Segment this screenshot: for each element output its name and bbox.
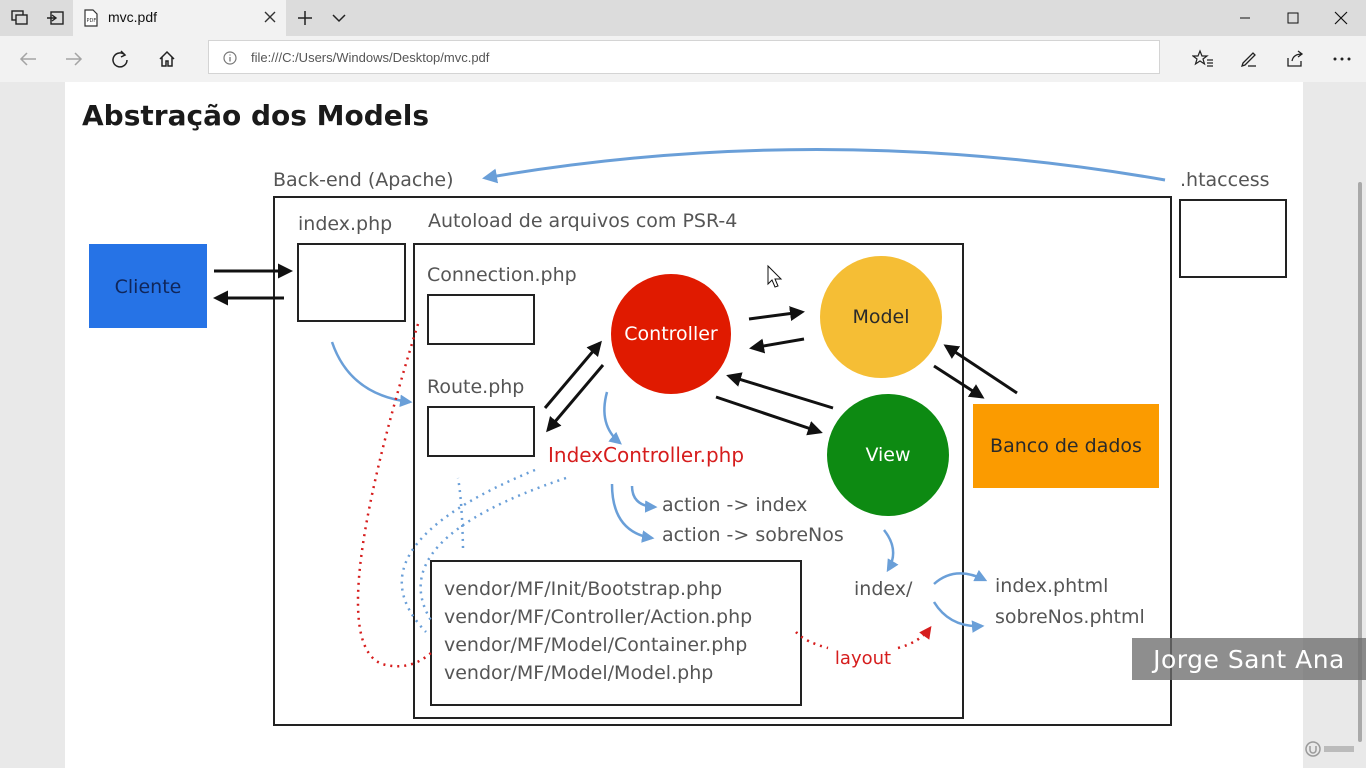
index-php-label: index.php bbox=[298, 213, 392, 235]
tab-preview-icon[interactable] bbox=[7, 6, 33, 30]
url-text: file:///C:/Users/Windows/Desktop/mvc.pdf bbox=[251, 50, 490, 65]
database-label: Banco de dados bbox=[990, 435, 1142, 457]
action-sobrenos-label: action -> sobreNos bbox=[662, 524, 844, 546]
route-to-controller-arrow bbox=[543, 340, 602, 409]
set-tabs-aside-icon[interactable] bbox=[42, 6, 68, 30]
view-to-controller-arrow bbox=[726, 372, 834, 410]
client-label: Cliente bbox=[115, 276, 182, 298]
new-tab-icon[interactable] bbox=[292, 6, 318, 30]
tab-mvc-pdf[interactable]: PDF mvc.pdf bbox=[73, 0, 286, 36]
htaccess-label: .htaccess bbox=[1180, 169, 1270, 191]
index-php-box bbox=[297, 243, 406, 322]
more-icon[interactable] bbox=[1328, 46, 1356, 72]
autoload-label: Autoload de arquivos com PSR-4 bbox=[428, 210, 737, 232]
close-window-button[interactable] bbox=[1318, 0, 1364, 36]
close-tab-icon[interactable] bbox=[261, 8, 279, 26]
slide-title: Abstração dos Models bbox=[82, 99, 429, 132]
view-to-index-dir-arrow bbox=[883, 529, 899, 573]
htaccess-to-backend-arrow bbox=[482, 148, 1166, 184]
controller-circle bbox=[611, 274, 731, 394]
view-circle bbox=[827, 394, 949, 516]
info-icon[interactable] bbox=[223, 50, 237, 69]
vendor-file-3: vendor/MF/Model/Model.php bbox=[444, 662, 713, 684]
model-to-controller-arrow bbox=[749, 337, 805, 354]
view-label: View bbox=[865, 444, 910, 466]
controller-to-indexcontroller-arrow bbox=[603, 391, 622, 445]
blue-dotted-vertical bbox=[456, 477, 465, 549]
model-to-database-arrow bbox=[933, 364, 985, 399]
controller-to-model-arrow bbox=[748, 306, 805, 322]
database-box bbox=[973, 404, 1159, 488]
red-dotted-to-layout bbox=[795, 631, 829, 650]
forward-button[interactable] bbox=[60, 46, 88, 72]
route-box bbox=[427, 406, 535, 457]
mouse-cursor-icon bbox=[767, 264, 783, 288]
controller-label: Controller bbox=[624, 323, 718, 345]
backend-label: Back-end (Apache) bbox=[273, 169, 454, 191]
pen-notes-icon[interactable] bbox=[1235, 46, 1263, 72]
model-label: Model bbox=[852, 306, 909, 328]
layout-badge bbox=[829, 644, 897, 672]
tab-title: mvc.pdf bbox=[108, 9, 158, 25]
to-action-index-arrow bbox=[630, 485, 658, 513]
htaccess-box bbox=[1179, 199, 1287, 278]
back-button[interactable] bbox=[14, 46, 42, 72]
client-box bbox=[89, 244, 207, 328]
maximize-button[interactable] bbox=[1270, 0, 1316, 36]
pdf-file-icon: PDF bbox=[83, 9, 99, 31]
red-dotted-layout-to-view bbox=[897, 625, 932, 650]
controller-to-view-arrow bbox=[715, 395, 823, 436]
address-bar[interactable]: file:///C:/Users/Windows/Desktop/mvc.pdf bbox=[208, 40, 1160, 74]
svg-text:PDF: PDF bbox=[87, 18, 97, 24]
autoload-box bbox=[413, 243, 964, 719]
vendor-file-0: vendor/MF/Init/Bootstrap.php bbox=[444, 578, 722, 600]
to-index-phtml-arrow bbox=[933, 569, 988, 585]
home-button[interactable] bbox=[153, 46, 181, 72]
blue-dotted-curve-1 bbox=[400, 468, 536, 633]
to-action-sobrenos-arrow bbox=[610, 483, 655, 543]
udemy-logo bbox=[1305, 740, 1357, 761]
tab-bar: PDF mvc.pdf bbox=[0, 0, 1366, 36]
backend-box bbox=[273, 196, 1172, 726]
red-dotted-connection-curve bbox=[356, 323, 433, 668]
chevron-down-icon[interactable] bbox=[326, 6, 352, 30]
vendor-box bbox=[430, 560, 802, 706]
refresh-button[interactable] bbox=[106, 46, 134, 72]
connection-box bbox=[427, 294, 535, 345]
share-icon[interactable] bbox=[1281, 46, 1309, 72]
controller-to-route-arrow bbox=[546, 364, 605, 433]
vendor-file-1: vendor/MF/Controller/Action.php bbox=[444, 606, 752, 628]
database-to-model-arrow bbox=[943, 344, 1018, 395]
index-to-route-arrow bbox=[330, 341, 413, 408]
instructor-watermark: Jorge Sant Ana bbox=[1132, 638, 1366, 680]
connection-label: Connection.php bbox=[427, 264, 577, 286]
index-dir-label: index/ bbox=[854, 578, 913, 600]
route-label: Route.php bbox=[427, 376, 524, 398]
to-sobrenos-phtml-arrow bbox=[932, 601, 985, 633]
minimize-button[interactable] bbox=[1222, 0, 1268, 36]
indexcontroller-label: IndexController.php bbox=[548, 443, 744, 467]
vendor-file-2: vendor/MF/Model/Container.php bbox=[444, 634, 747, 656]
layout-label: layout bbox=[835, 648, 891, 669]
favorites-icon[interactable] bbox=[1189, 46, 1217, 72]
model-circle bbox=[820, 256, 942, 378]
blue-dotted-curve-2 bbox=[419, 476, 567, 623]
sobrenos-phtml-label: sobreNos.phtml bbox=[995, 606, 1145, 628]
action-index-label: action -> index bbox=[662, 494, 807, 516]
index-phtml-label: index.phtml bbox=[995, 575, 1108, 597]
vertical-scrollbar[interactable] bbox=[1358, 182, 1362, 742]
